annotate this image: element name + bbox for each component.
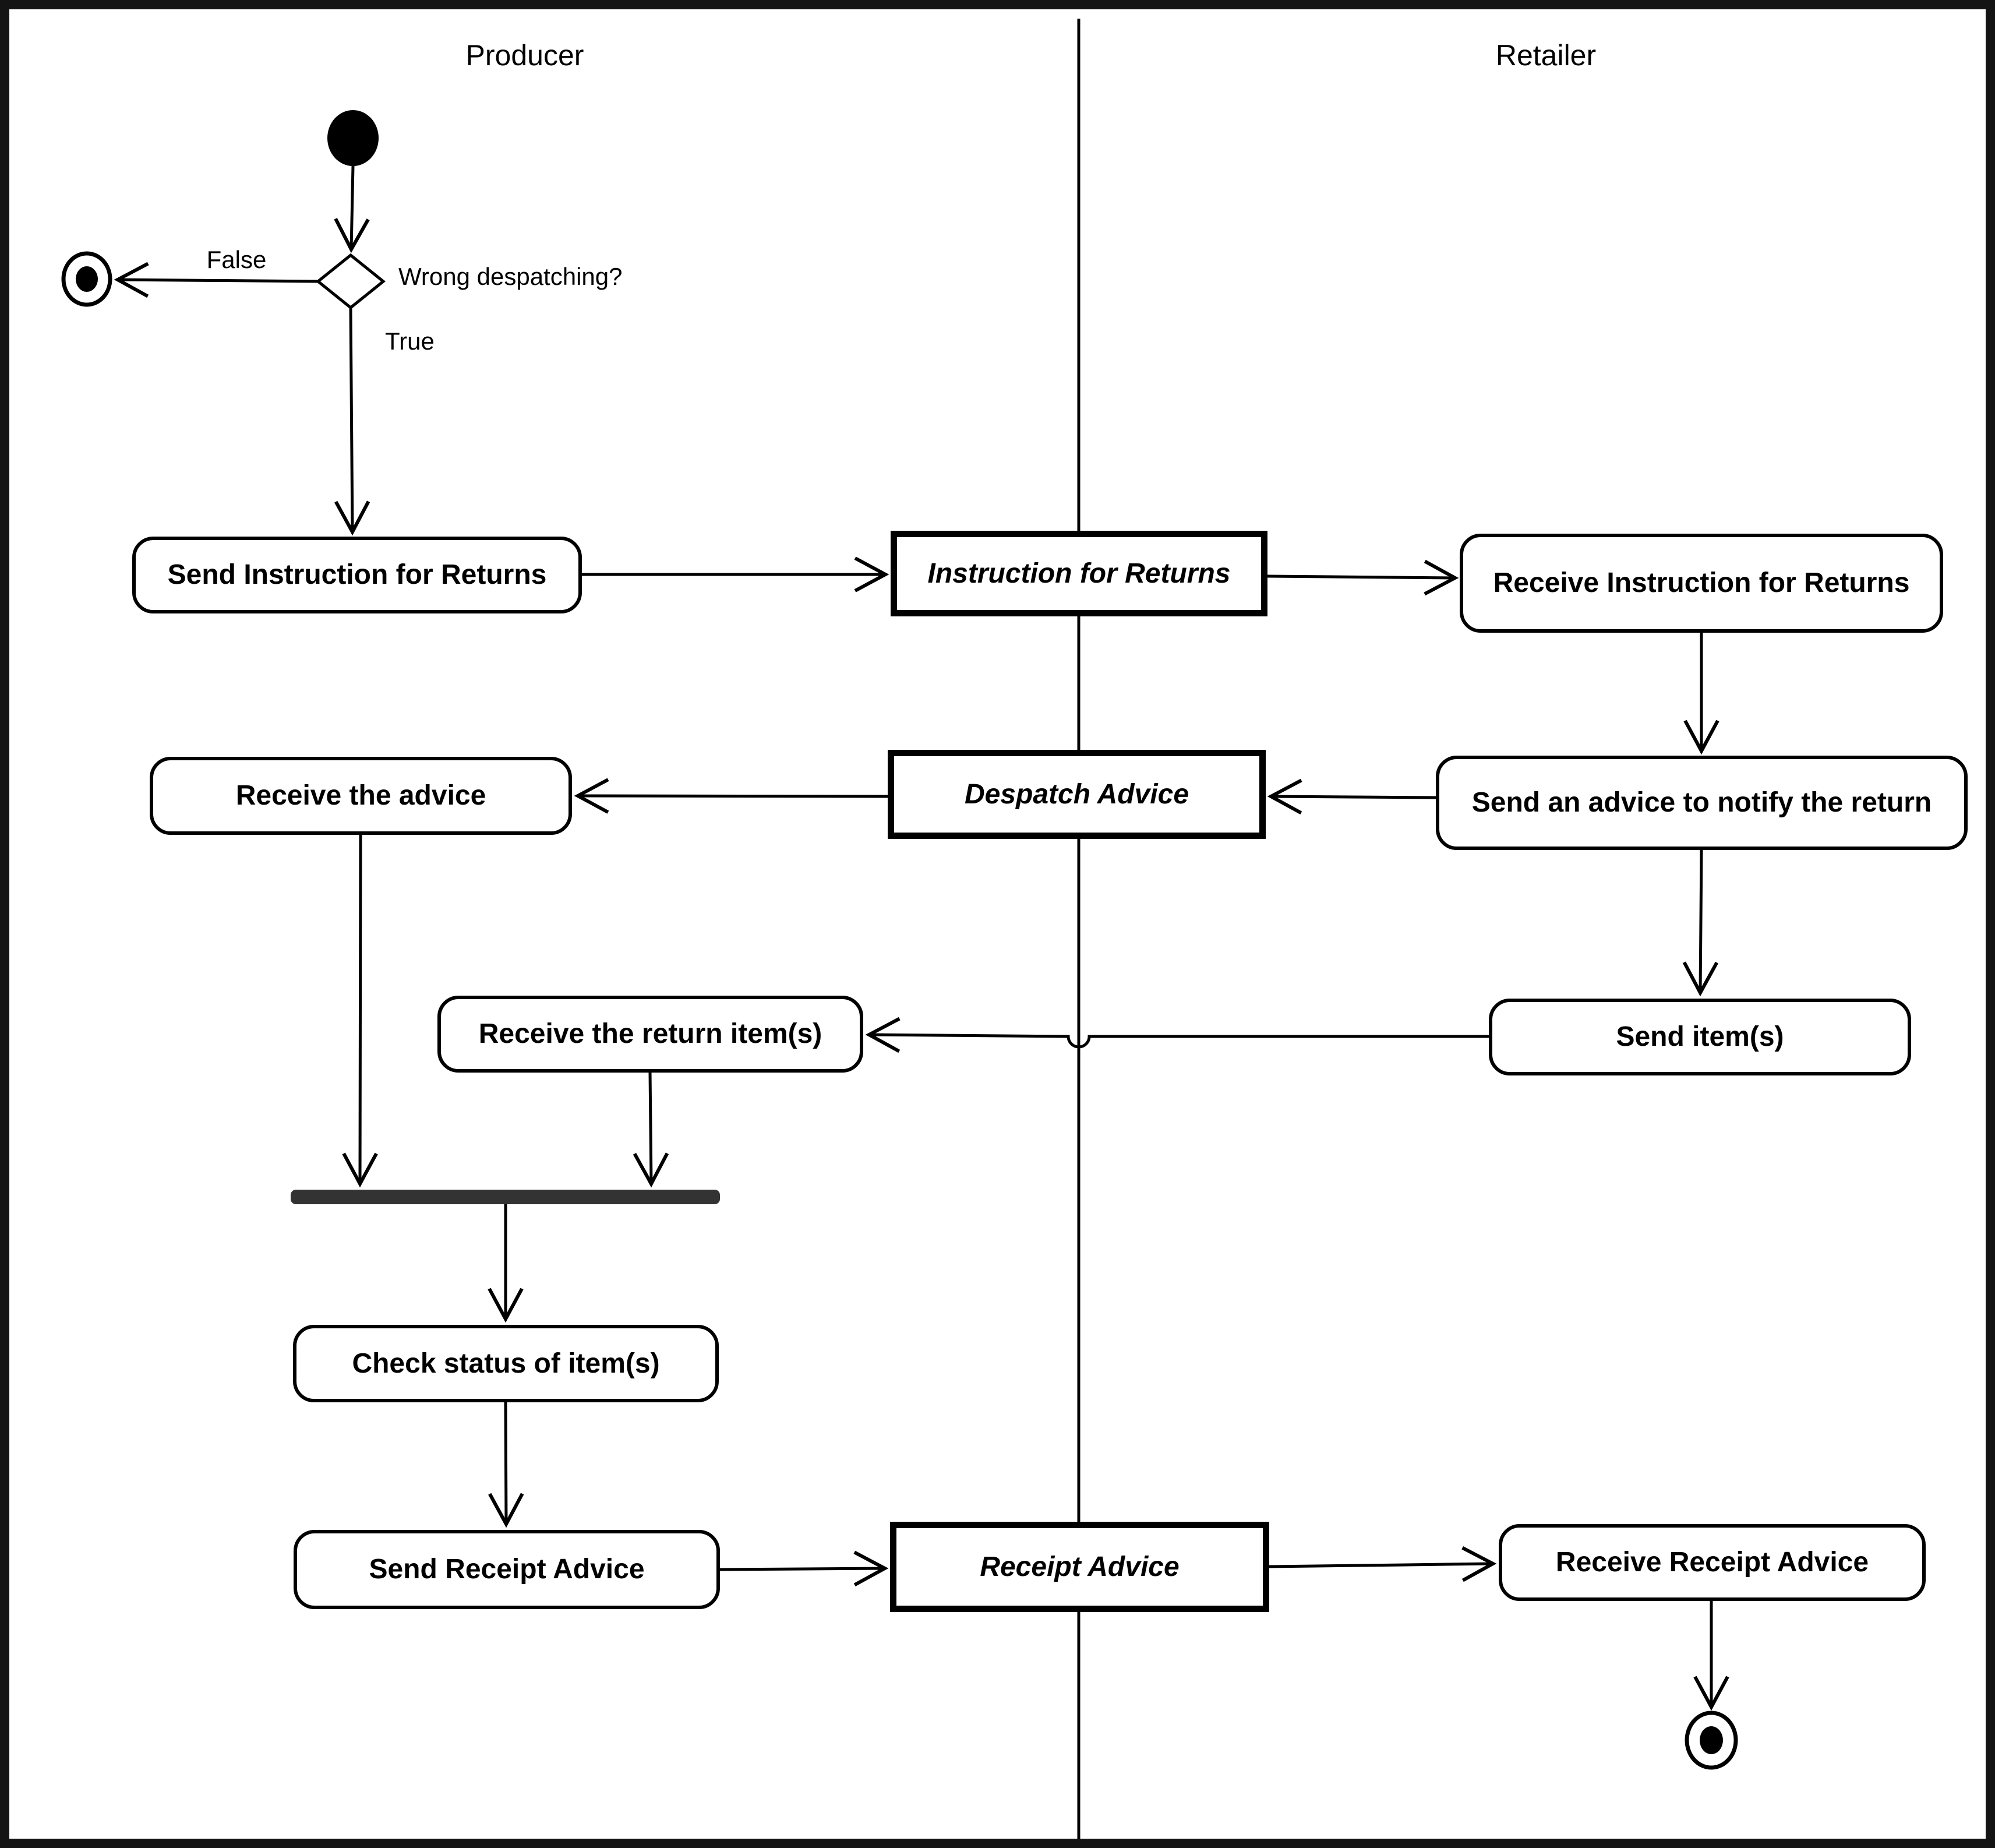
- edge-receipt-object-to-receive-receipt: [1269, 1546, 1497, 1582]
- edge-send-advice-to-send-items: [1682, 849, 1719, 997]
- action-send-receipt: Send Receipt Advice: [294, 1530, 720, 1609]
- edge-decision-to-send-instruction: [334, 307, 370, 536]
- edge-send-receipt-to-receipt-object: [719, 1550, 889, 1586]
- action-receive-advice: Receive the advice: [150, 757, 572, 835]
- guard-false-label: False: [206, 246, 267, 273]
- decision-question-label: Wrong despatching?: [398, 263, 623, 290]
- edge-receive-advice-to-join: [342, 834, 378, 1188]
- lane-title-retailer: Retailer: [1495, 39, 1597, 72]
- object-despatch-advice: Despatch Advice: [888, 750, 1266, 839]
- lane-title-producer: Producer: [465, 39, 584, 72]
- final-node-right-dot: [1700, 1726, 1723, 1754]
- final-node-left-dot: [76, 266, 98, 292]
- join-bar: [291, 1190, 720, 1204]
- action-receive-items: Receive the return item(s): [437, 996, 863, 1073]
- edge-send-advice-to-despatch-object: [1267, 778, 1436, 814]
- start-node: [327, 110, 379, 166]
- action-receive-instruction: Receive Instruction for Returns: [1460, 534, 1943, 633]
- object-receipt-advice: Receipt Advice: [890, 1522, 1269, 1612]
- edge-start-to-decision: [334, 165, 370, 253]
- connector-layer: [61, 19, 1738, 1839]
- action-check-status: Check status of item(s): [293, 1325, 719, 1402]
- action-send-items: Send item(s): [1489, 999, 1911, 1075]
- action-send-instruction: Send Instruction for Returns: [132, 537, 582, 613]
- decision-diamond: [316, 253, 386, 310]
- edge-instruction-object-to-receive-instruction: [1267, 559, 1459, 596]
- edge-send-items-to-receive-items: [865, 1017, 1489, 1053]
- object-instruction-for-returns: Instruction for Returns: [891, 531, 1267, 616]
- action-send-advice: Send an advice to notify the return: [1436, 756, 1968, 850]
- edge-receive-items-to-join: [633, 1072, 669, 1188]
- guard-true-label: True: [385, 327, 435, 355]
- action-receive-receipt: Receive Receipt Advice: [1499, 1524, 1926, 1601]
- edge-decision-to-end: [114, 262, 319, 298]
